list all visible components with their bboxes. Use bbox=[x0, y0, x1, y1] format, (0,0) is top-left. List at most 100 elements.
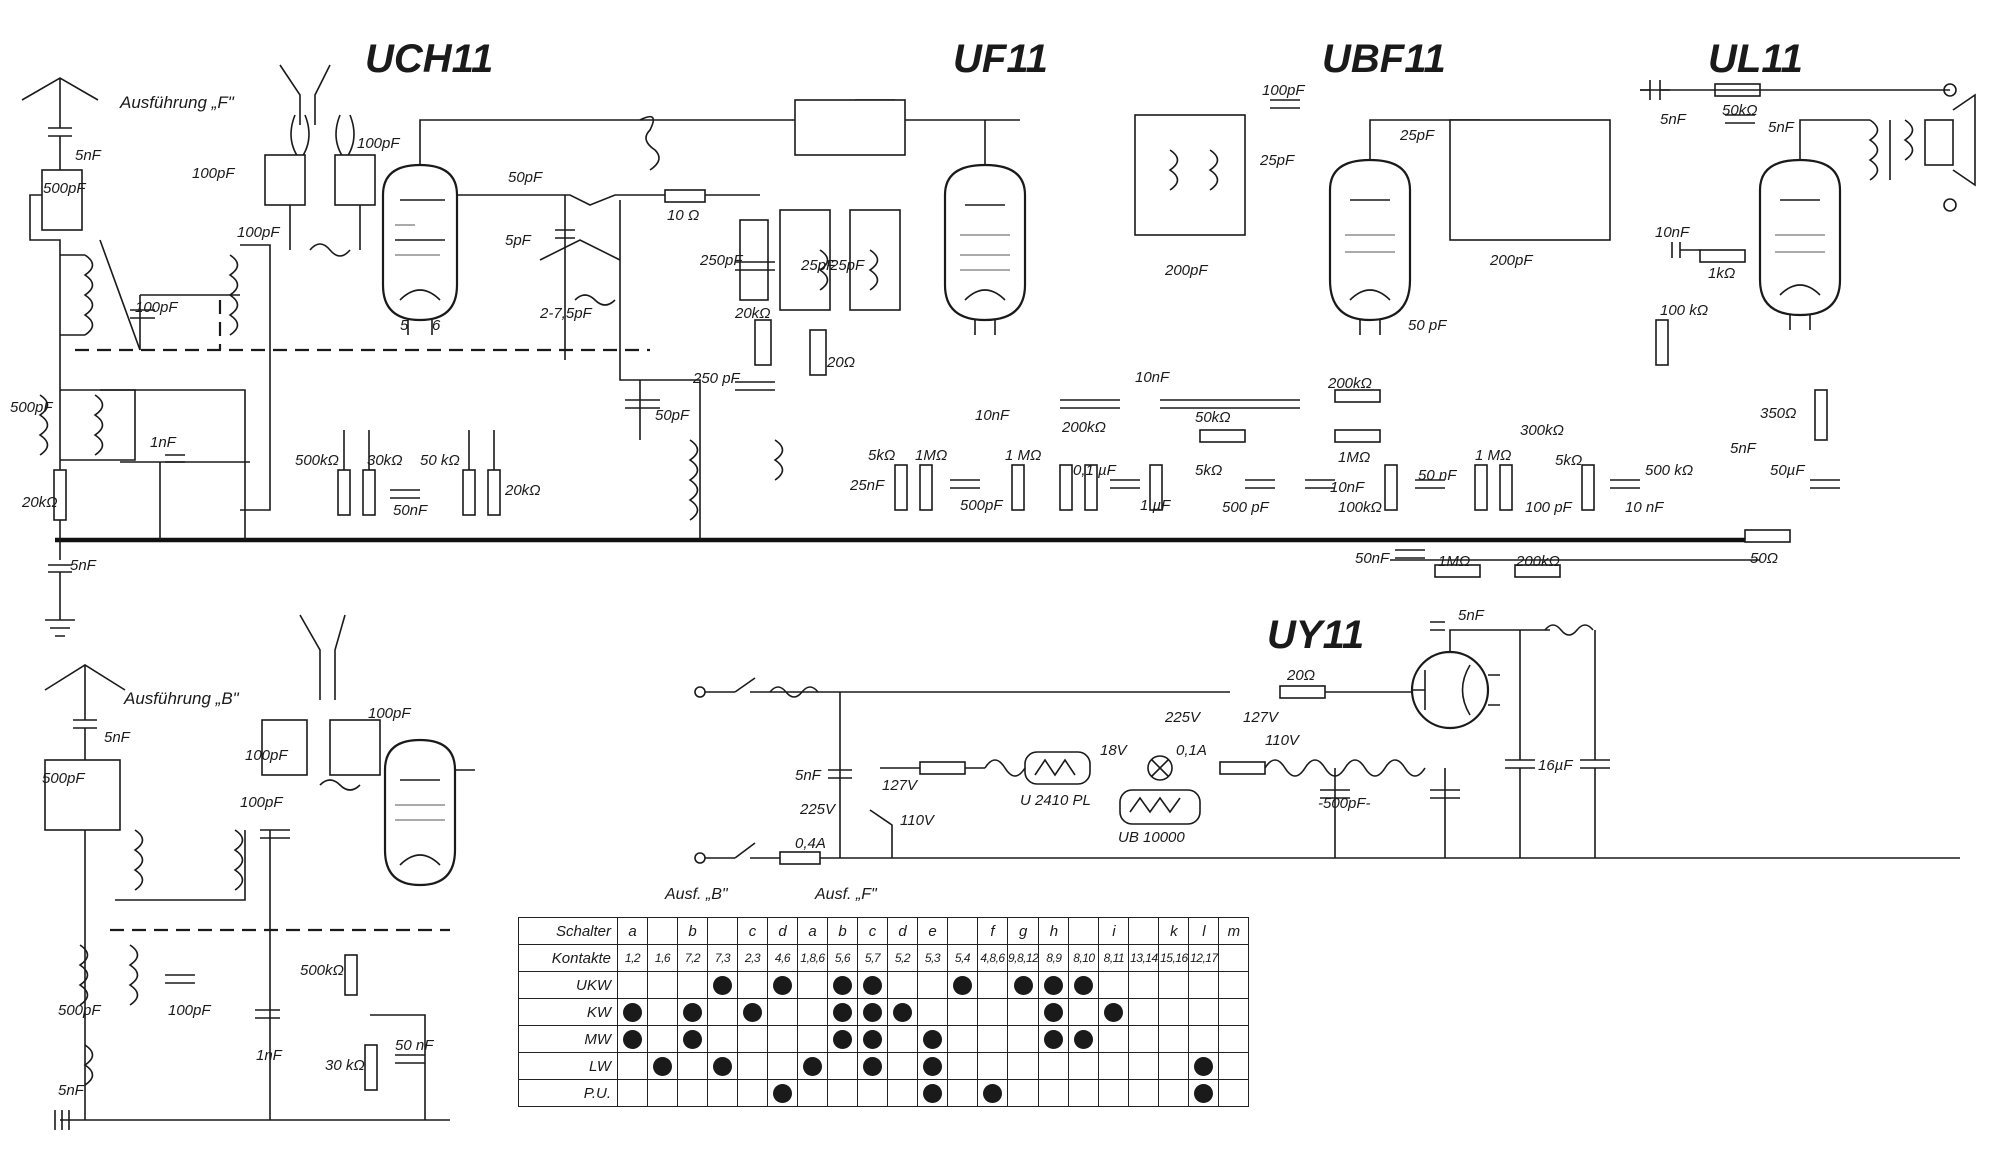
antenna-f bbox=[21, 77, 99, 637]
contact-cell bbox=[767, 998, 798, 1026]
contact-cell bbox=[737, 1025, 768, 1053]
label-ub10000: UB 10000 bbox=[1118, 829, 1185, 846]
label-10nF-e: 10nF bbox=[1655, 224, 1690, 241]
contact-cell bbox=[1188, 1025, 1220, 1053]
contact-dot bbox=[677, 998, 708, 1026]
label-100pF-b5: 100pF bbox=[168, 1002, 211, 1019]
lower-bus bbox=[1390, 549, 1760, 578]
label-5nF-b-gnd: 5nF bbox=[58, 1082, 85, 1099]
label-5nF-gnd: 5nF bbox=[70, 557, 97, 574]
contact-cell bbox=[797, 998, 828, 1026]
contact-dot bbox=[887, 998, 918, 1026]
contact-cell bbox=[977, 998, 1008, 1026]
contact-cell bbox=[1128, 1025, 1160, 1053]
label-100pF-b2: 100pF bbox=[368, 705, 411, 722]
contact-dot bbox=[1188, 1079, 1220, 1107]
wire-ul11-anode bbox=[1799, 119, 1870, 160]
contact-cell bbox=[1038, 1052, 1070, 1080]
contact-cell bbox=[1188, 971, 1220, 999]
contact-cell bbox=[1128, 1079, 1160, 1107]
contact-dot bbox=[1038, 998, 1070, 1026]
contact-dot bbox=[1068, 1025, 1100, 1053]
table-cell: 8,10 bbox=[1068, 944, 1100, 972]
detector-section bbox=[1059, 389, 1640, 511]
label-100pF-b1: 100pF bbox=[245, 747, 288, 764]
contact-cell bbox=[1068, 1052, 1100, 1080]
contact-cell bbox=[737, 971, 768, 999]
label-20k-ant: 20kΩ bbox=[21, 494, 58, 511]
label-1M-c: 1MΩ bbox=[1338, 449, 1370, 466]
label-50nF-b: 50 nF bbox=[1418, 467, 1457, 484]
contact-cell bbox=[917, 998, 948, 1026]
table-cell: b bbox=[827, 917, 858, 945]
contact-cell bbox=[767, 1025, 798, 1053]
label-100pF-c: 100pF bbox=[192, 165, 235, 182]
label-16uF: 16µF bbox=[1538, 757, 1573, 774]
contact-cell bbox=[707, 1025, 738, 1053]
contact-cell bbox=[947, 998, 978, 1026]
contact-dot bbox=[827, 971, 858, 999]
band-row-lw: LW bbox=[518, 1052, 1250, 1080]
wire-uch11-anode bbox=[419, 119, 1020, 165]
table-cell: 12,17 bbox=[1188, 944, 1220, 972]
contact-cell bbox=[1158, 1025, 1190, 1053]
label-10nF-a: 10nF bbox=[975, 407, 1010, 424]
contact-dot bbox=[737, 998, 768, 1026]
table-cell: 1,2 bbox=[617, 944, 648, 972]
tube-title-ul11: UL11 bbox=[1708, 37, 1803, 81]
tube-uf11 bbox=[943, 163, 1027, 335]
contact-dot bbox=[767, 1079, 798, 1107]
label-5nF-ps: 5nF bbox=[1458, 607, 1485, 624]
label-5pF: 5pF bbox=[505, 232, 532, 249]
table-cell: 5,3 bbox=[917, 944, 948, 972]
contact-cell bbox=[1158, 971, 1190, 999]
label-500pF-b: 500pF bbox=[10, 399, 53, 416]
table-cell: c bbox=[857, 917, 888, 945]
contact-cell bbox=[647, 1079, 678, 1107]
contact-cell bbox=[677, 1079, 708, 1107]
label-500k-b: 500 kΩ bbox=[1645, 462, 1693, 479]
contact-cell bbox=[887, 1079, 918, 1107]
band-row-kw: KW bbox=[518, 998, 1250, 1026]
contact-dot bbox=[617, 1025, 648, 1053]
table-cell: 1,8,6 bbox=[797, 944, 828, 972]
svg-text:5: 5 bbox=[400, 317, 409, 334]
label-20ohm-ps: 20Ω bbox=[1286, 667, 1315, 684]
contact-dot bbox=[707, 971, 738, 999]
table-cell bbox=[1068, 917, 1100, 945]
label-10nF-c: 10nF bbox=[1330, 479, 1365, 496]
output-stage bbox=[1640, 80, 1976, 543]
label-100pF-f: 100 pF bbox=[1525, 499, 1573, 516]
table-cell bbox=[647, 917, 678, 945]
label-200k-b: 200kΩ bbox=[1327, 375, 1372, 392]
table-cell: i bbox=[1098, 917, 1130, 945]
contact-cell bbox=[827, 1079, 858, 1107]
dipole-input-f bbox=[264, 64, 376, 257]
label-50uF: 50µF bbox=[1770, 462, 1805, 479]
contact-dot bbox=[707, 1052, 738, 1080]
contact-dot bbox=[917, 1079, 948, 1107]
label-5nF-b: 5nF bbox=[1768, 119, 1795, 136]
contact-dot bbox=[947, 971, 978, 999]
tube-ubf11 bbox=[1328, 158, 1412, 335]
svg-text:6: 6 bbox=[432, 317, 441, 334]
label-1uF: 1 µF bbox=[1140, 497, 1171, 514]
contact-cell bbox=[857, 1079, 888, 1107]
contact-cell bbox=[1068, 1079, 1100, 1107]
label-300k: 300kΩ bbox=[1520, 422, 1564, 439]
label-25nF: 25nF bbox=[849, 477, 885, 494]
contact-cell bbox=[1098, 1079, 1130, 1107]
contact-cell bbox=[947, 1052, 978, 1080]
table-cell: a bbox=[797, 917, 828, 945]
contact-dot bbox=[767, 971, 798, 999]
contact-cell bbox=[1128, 998, 1160, 1026]
contact-dot bbox=[827, 1025, 858, 1053]
table-cell: 5,6 bbox=[827, 944, 858, 972]
table-cell: a bbox=[617, 917, 648, 945]
label-u2410pl: U 2410 PL bbox=[1020, 792, 1091, 809]
table-variant-f-label: Ausf. „F" bbox=[815, 886, 877, 903]
label-100pF-a: 100pF bbox=[135, 299, 178, 316]
table-cell: l bbox=[1188, 917, 1220, 945]
oscillator-section bbox=[539, 115, 760, 540]
contact-cell bbox=[617, 971, 648, 999]
